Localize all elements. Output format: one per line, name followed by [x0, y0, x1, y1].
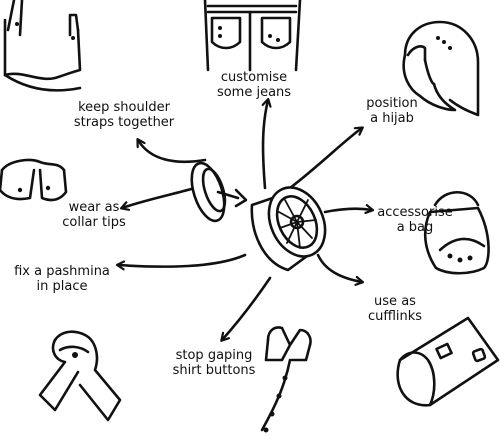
label-position-hijab: position a hijab: [366, 96, 418, 126]
label-wear-as-collar-tips: wear as collar tips: [62, 200, 126, 230]
label-customise-jeans: customise some jeans: [216, 70, 292, 100]
jeans-icon: [203, 0, 302, 72]
collar-icon: [0, 158, 68, 202]
arrow-to-cufflinks: [316, 253, 362, 282]
arrow-to-hijab: [288, 128, 362, 190]
label-use-as-cufflinks: use as cufflinks: [367, 294, 423, 324]
label-fix-pashmina: fix a pashmina in place: [14, 264, 110, 294]
magnetic-button-icon: [190, 161, 327, 272]
label-stop-gaping-shirt-buttons: stop gaping shirt buttons: [172, 348, 256, 378]
cuff-icon: [396, 316, 500, 407]
arrow-to-pashmina: [118, 253, 247, 267]
handbag-icon: [423, 190, 490, 275]
arrow-to-collar: [122, 186, 197, 208]
arrows: [118, 100, 372, 340]
arrow-to-bag: [323, 209, 372, 212]
pashmina-scarf-icon: [38, 330, 122, 422]
shirt-icon: [260, 326, 312, 433]
dress-straps-icon: [3, 0, 82, 92]
hijab-icon: [402, 20, 480, 117]
label-keep-shoulder-straps: keep shoulder straps together: [73, 100, 175, 130]
arrow-to-shoulder: [138, 140, 207, 164]
label-accessorise-bag: accessorise a bag: [377, 205, 453, 235]
arrow-to-shirt: [222, 276, 272, 340]
arrow-to-jeans: [263, 100, 268, 190]
